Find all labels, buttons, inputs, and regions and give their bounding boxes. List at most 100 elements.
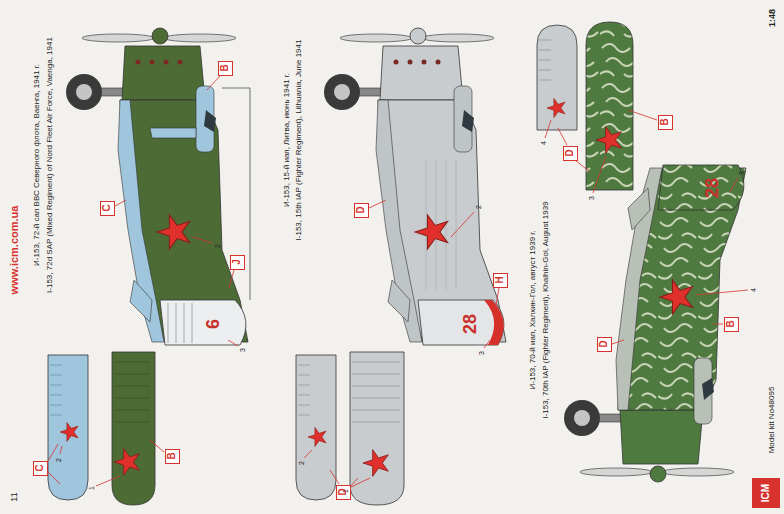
leader-lines-part bbox=[730, 178, 738, 192]
website: www.icm.com.ua bbox=[9, 206, 20, 295]
callout-box: B bbox=[724, 317, 739, 332]
callout-letter: C bbox=[35, 464, 45, 471]
logo-plate bbox=[752, 478, 780, 508]
airframe-part bbox=[122, 46, 205, 100]
callout-box: D bbox=[563, 146, 578, 161]
airframe-part bbox=[150, 60, 155, 65]
wing-views-part bbox=[114, 362, 150, 422]
callout-letter: B bbox=[726, 320, 736, 327]
callout-number: 4 bbox=[750, 288, 757, 292]
aircraft-middle bbox=[324, 28, 506, 345]
callout-letter: D bbox=[356, 206, 366, 213]
callout-number: 4 bbox=[540, 141, 547, 145]
fuselage-star bbox=[415, 215, 448, 249]
leader-lines-part bbox=[696, 290, 748, 295]
callout-box: J bbox=[230, 255, 245, 270]
leader-lines-part bbox=[545, 120, 551, 138]
page-number: 11 bbox=[10, 492, 19, 501]
airframe-part bbox=[164, 34, 236, 42]
leader-lines-part bbox=[369, 200, 386, 208]
scheme-caption: И-153, 15-й иап, Литва, июнь 1941 г. bbox=[283, 73, 291, 207]
leader-lines-part bbox=[60, 446, 62, 454]
wing-views-part bbox=[547, 98, 565, 117]
callout-letter: B bbox=[660, 118, 670, 125]
callout-box: C bbox=[100, 201, 115, 216]
airframe-part bbox=[164, 60, 169, 65]
leader-lines-part bbox=[612, 340, 624, 344]
leader-lines-part bbox=[48, 444, 60, 484]
callout-letter: H bbox=[495, 276, 505, 283]
leader-lines-part bbox=[115, 200, 126, 206]
wing-views-part bbox=[537, 25, 577, 130]
aircraft-middle-part bbox=[484, 300, 504, 345]
leader-lines-part bbox=[229, 270, 234, 288]
wing-views-part bbox=[596, 127, 621, 154]
callout-box: B bbox=[165, 449, 180, 464]
leader-lines-part bbox=[304, 450, 312, 458]
airframe-part bbox=[152, 28, 168, 44]
wing-views bbox=[48, 22, 633, 505]
airframe-part bbox=[136, 60, 141, 65]
aircraft-right-part bbox=[574, 410, 590, 426]
aircraft-middle-part bbox=[422, 60, 427, 65]
callout-letter: C bbox=[102, 204, 112, 211]
kit-number: Model kit No48095 bbox=[768, 387, 776, 454]
aircraft-right-part bbox=[662, 468, 734, 476]
aircraft-right-part bbox=[650, 466, 666, 482]
wing-views-part bbox=[114, 449, 139, 476]
scheme-caption: I-153, 70th IAP (Fighter Regiment), Khal… bbox=[542, 201, 550, 418]
scheme-caption: И-153, 70-й иап, Халхин-Гол, август 1939… bbox=[529, 231, 537, 390]
leader-lines-part bbox=[228, 340, 238, 346]
callout-number: 3 bbox=[738, 171, 745, 175]
wing-views-part bbox=[308, 427, 326, 446]
airframe-part bbox=[160, 300, 246, 345]
callout-number: 3 bbox=[478, 351, 485, 355]
leader-lines-part bbox=[558, 128, 590, 172]
aircraft-middle-part bbox=[410, 28, 426, 44]
airframe-part bbox=[168, 303, 192, 343]
antenna-wire bbox=[222, 88, 250, 89]
aircraft-right-part bbox=[702, 378, 714, 400]
scale-text: 1:48 bbox=[768, 9, 777, 27]
callout-letter: D bbox=[599, 340, 609, 347]
aircraft-middle-part bbox=[388, 280, 410, 322]
callout-number: 1 bbox=[342, 489, 349, 493]
tactical-number: 6 bbox=[204, 319, 222, 329]
aircraft-middle-part bbox=[334, 84, 350, 100]
airframe-part bbox=[76, 84, 92, 100]
callout-box: H bbox=[493, 273, 508, 288]
wing-views-part bbox=[539, 40, 551, 80]
leader-lines-part bbox=[451, 212, 474, 237]
aircraft-middle-part bbox=[380, 46, 463, 100]
wing-views-part bbox=[60, 422, 78, 441]
leader-lines-part bbox=[484, 340, 490, 348]
aircraft-right-part bbox=[620, 410, 703, 464]
callout-number: 2 bbox=[55, 458, 62, 462]
callout-number: 2 bbox=[214, 244, 221, 248]
airframe-part bbox=[178, 60, 183, 65]
callout-number: 3 bbox=[239, 348, 246, 352]
callout-letter: B bbox=[220, 64, 230, 71]
fuselage-star bbox=[157, 215, 190, 249]
callout-box: B bbox=[218, 61, 233, 76]
leader-lines-part bbox=[193, 237, 212, 243]
wing-views-part bbox=[298, 365, 310, 415]
leader-lines-part bbox=[713, 324, 723, 325]
aircraft-middle-part bbox=[422, 34, 494, 42]
wing-views-part bbox=[296, 355, 336, 500]
callout-box: C bbox=[33, 461, 48, 476]
scheme-caption: I-153, 15th IAP (Fighter Regiment), Lith… bbox=[295, 40, 303, 241]
tactical-number: 28 bbox=[461, 314, 479, 334]
aircraft-middle-part bbox=[324, 74, 360, 110]
logo-text: ICM bbox=[761, 484, 771, 502]
scheme-caption: I-153, 72d SAP (Mixed Regiment) of Nord … bbox=[46, 37, 54, 293]
tactical-number: 28 bbox=[703, 178, 721, 198]
aircraft-right-part bbox=[658, 165, 744, 210]
airframe bbox=[66, 28, 248, 345]
aircraft-left bbox=[66, 28, 250, 345]
scheme-caption: И-153, 72-й сап ВВС Северного флота, Вае… bbox=[33, 64, 41, 266]
leader-lines-part bbox=[496, 288, 499, 305]
aircraft-middle-part bbox=[436, 60, 441, 65]
wing-views-part bbox=[350, 352, 404, 505]
aircraft-middle-part bbox=[462, 110, 474, 132]
